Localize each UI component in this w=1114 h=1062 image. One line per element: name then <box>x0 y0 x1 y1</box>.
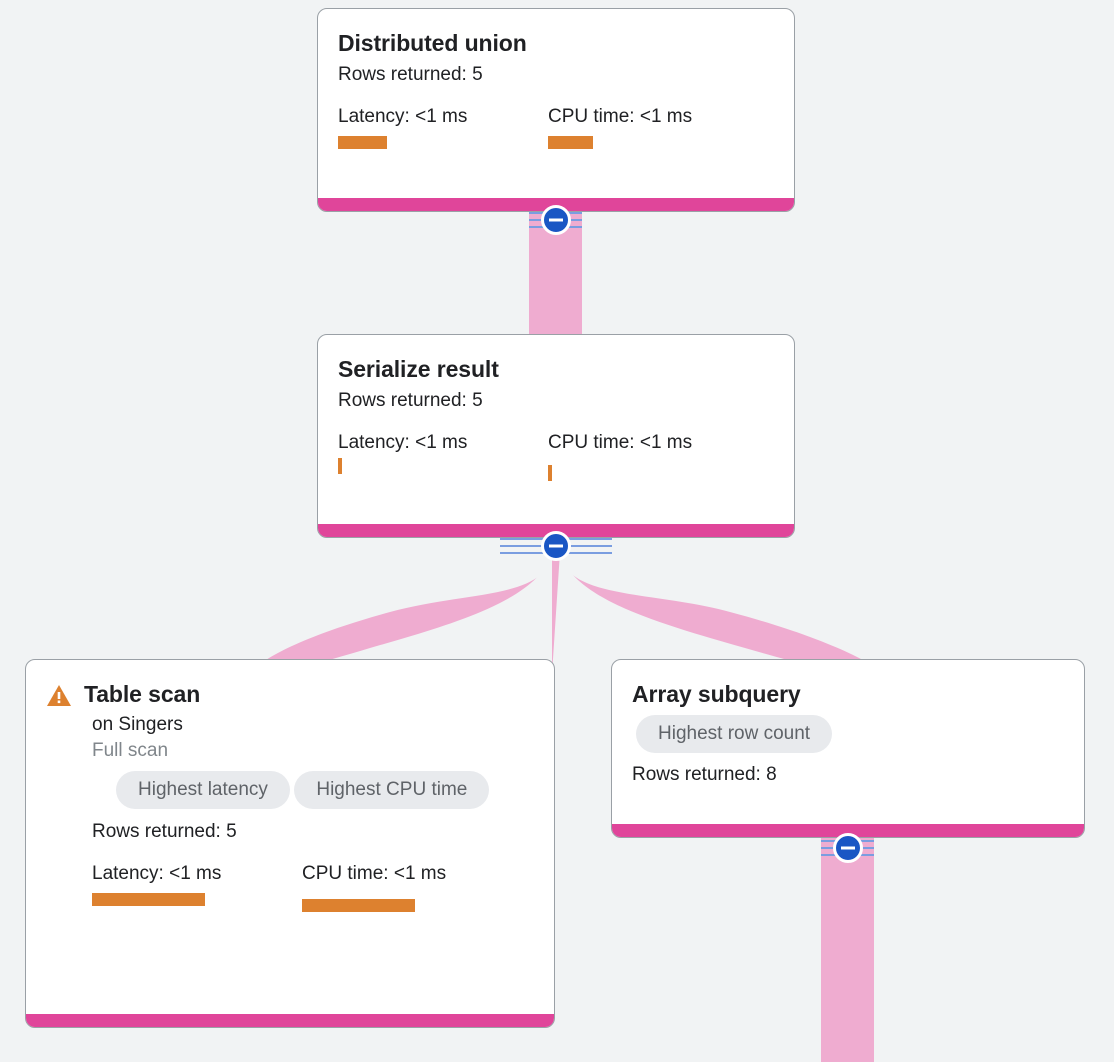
latency-label: Latency: <1 ms <box>92 863 222 884</box>
edge-serialize-result-to-table-scan-mask <box>286 552 560 672</box>
node-metrics: Latency: <1 ms CPU time: <1 ms <box>338 106 774 149</box>
node-footer-bar <box>26 1014 554 1027</box>
node-body: Serialize result Rows returned: 5 Latenc… <box>318 335 794 537</box>
latency-metric: Latency: <1 ms <box>338 106 548 149</box>
node-metrics: Latency: <1 ms CPU time: <1 ms <box>338 432 774 481</box>
latency-label: Latency: <1 ms <box>338 432 468 453</box>
warning-triangle-icon <box>47 685 71 706</box>
chip-highest-latency[interactable]: Highest latency <box>116 771 290 809</box>
rows-returned-label: Rows returned: 5 <box>338 64 483 85</box>
chip-highest-row-count[interactable]: Highest row count <box>636 715 833 753</box>
node-scan-type: Full scan <box>92 740 169 761</box>
rows-returned-label: Rows returned: 8 <box>632 764 777 785</box>
rows-returned-label: Rows returned: 5 <box>92 821 237 842</box>
collapse-array-subquery-button[interactable] <box>833 833 863 863</box>
latency-bar <box>92 893 205 906</box>
latency-metric: Latency: <1 ms <box>338 432 548 481</box>
collapse-serialize-result-button[interactable] <box>541 531 571 561</box>
node-chips: Highest row count <box>636 715 1064 759</box>
latency-bar <box>338 458 342 474</box>
plan-node-serialize-result[interactable]: Serialize result Rows returned: 5 Latenc… <box>317 334 795 538</box>
node-body: Array subquery Highest row count Rows re… <box>612 660 1084 837</box>
node-title: Serialize result <box>338 356 499 382</box>
cpu-time-label: CPU time: <1 ms <box>302 863 447 884</box>
node-title: Table scan <box>84 681 201 707</box>
cpu-time-label: CPU time: <1 ms <box>548 432 693 453</box>
node-footer-bar <box>612 824 1084 837</box>
latency-metric: Latency: <1 ms <box>92 863 302 912</box>
rows-returned-label: Rows returned: 5 <box>338 390 483 411</box>
node-metrics: Latency: <1 ms CPU time: <1 ms <box>92 863 534 912</box>
cpu-metric: CPU time: <1 ms <box>302 863 446 912</box>
node-body: Distributed union Rows returned: 5 Laten… <box>318 9 794 211</box>
latency-bar <box>338 136 387 149</box>
node-title: Array subquery <box>632 681 801 707</box>
plan-node-table-scan[interactable]: Table scan on Singers Full scan Highest … <box>25 659 555 1028</box>
node-title-row: Array subquery <box>632 680 1064 708</box>
node-body: Table scan on Singers Full scan Highest … <box>26 660 554 1027</box>
plan-node-distributed-union[interactable]: Distributed union Rows returned: 5 Laten… <box>317 8 795 212</box>
chip-highest-cpu-time[interactable]: Highest CPU time <box>294 771 490 809</box>
cpu-time-bar <box>548 465 552 481</box>
node-chips: Highest latency Highest CPU time <box>116 771 534 815</box>
cpu-time-bar <box>548 136 593 149</box>
node-title-row: Serialize result <box>338 355 774 383</box>
plan-node-array-subquery[interactable]: Array subquery Highest row count Rows re… <box>611 659 1085 838</box>
cpu-time-label: CPU time: <1 ms <box>548 106 693 127</box>
edge-array-subquery-downward <box>821 838 874 1062</box>
collapse-distributed-union-button[interactable] <box>541 205 571 235</box>
cpu-time-bar <box>302 899 415 912</box>
node-title: Distributed union <box>338 30 527 56</box>
cpu-metric: CPU time: <1 ms <box>548 106 692 149</box>
node-subtitle: on Singers <box>92 714 183 735</box>
latency-label: Latency: <1 ms <box>338 106 468 127</box>
edge-serialize-result-to-array-subquery-mask <box>552 552 842 674</box>
node-title-row: Table scan <box>46 680 534 708</box>
node-title-row: Distributed union <box>338 29 774 57</box>
cpu-metric: CPU time: <1 ms <box>548 432 692 481</box>
